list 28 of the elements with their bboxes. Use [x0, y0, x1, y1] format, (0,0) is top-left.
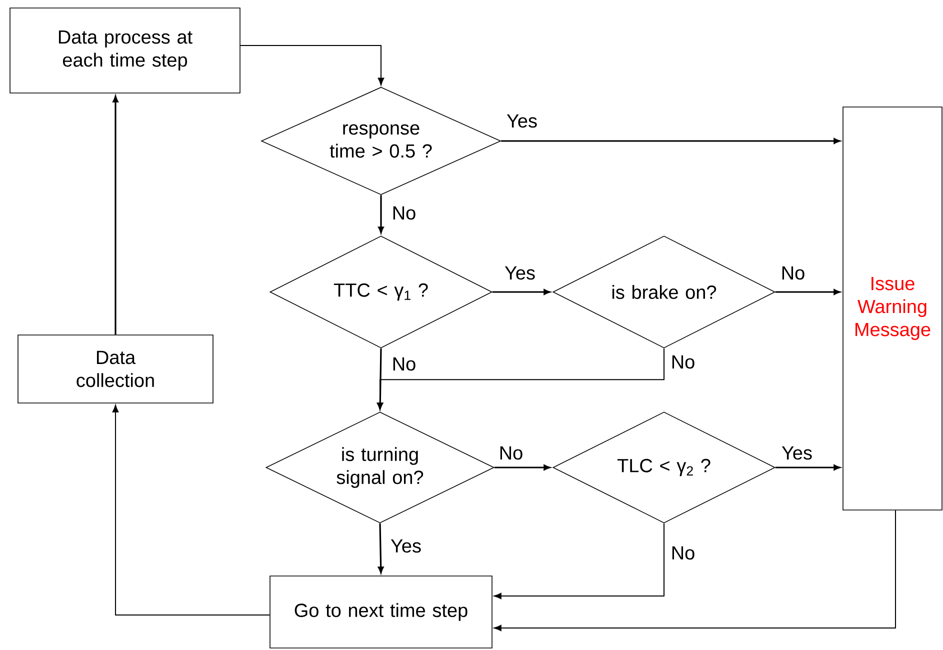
edge-label: No: [780, 265, 806, 281]
edge-label: No: [670, 545, 696, 561]
process-box: Data process at each time step: [10, 8, 240, 94]
edge-label: Yes: [390, 538, 422, 554]
arrow: [775, 464, 840, 470]
edge-label: Yes: [506, 113, 538, 129]
arrow: [494, 522, 664, 600]
arrow: [240, 45, 384, 86]
arrow: [775, 289, 840, 295]
edge-label: No: [670, 354, 696, 370]
arrow: [377, 348, 384, 410]
edge-label: Yes: [780, 445, 814, 461]
arrow: [494, 510, 896, 632]
arrow: [378, 195, 384, 234]
arrow: [112, 404, 270, 616]
edge-label: No: [498, 445, 524, 461]
arrow: [492, 289, 550, 295]
edge-label: Yes: [504, 265, 536, 281]
arrow: [494, 464, 550, 470]
edge-label: No: [390, 205, 418, 221]
process-box: Data collection: [18, 334, 214, 404]
edge-label: No: [390, 356, 418, 372]
process-box: Issue Warning Message: [842, 106, 942, 510]
arrow: [376, 348, 664, 410]
arrow: [112, 96, 118, 335]
arrow: [378, 523, 384, 574]
process-box: Go to next time step: [270, 576, 492, 648]
arrow: [501, 138, 840, 144]
